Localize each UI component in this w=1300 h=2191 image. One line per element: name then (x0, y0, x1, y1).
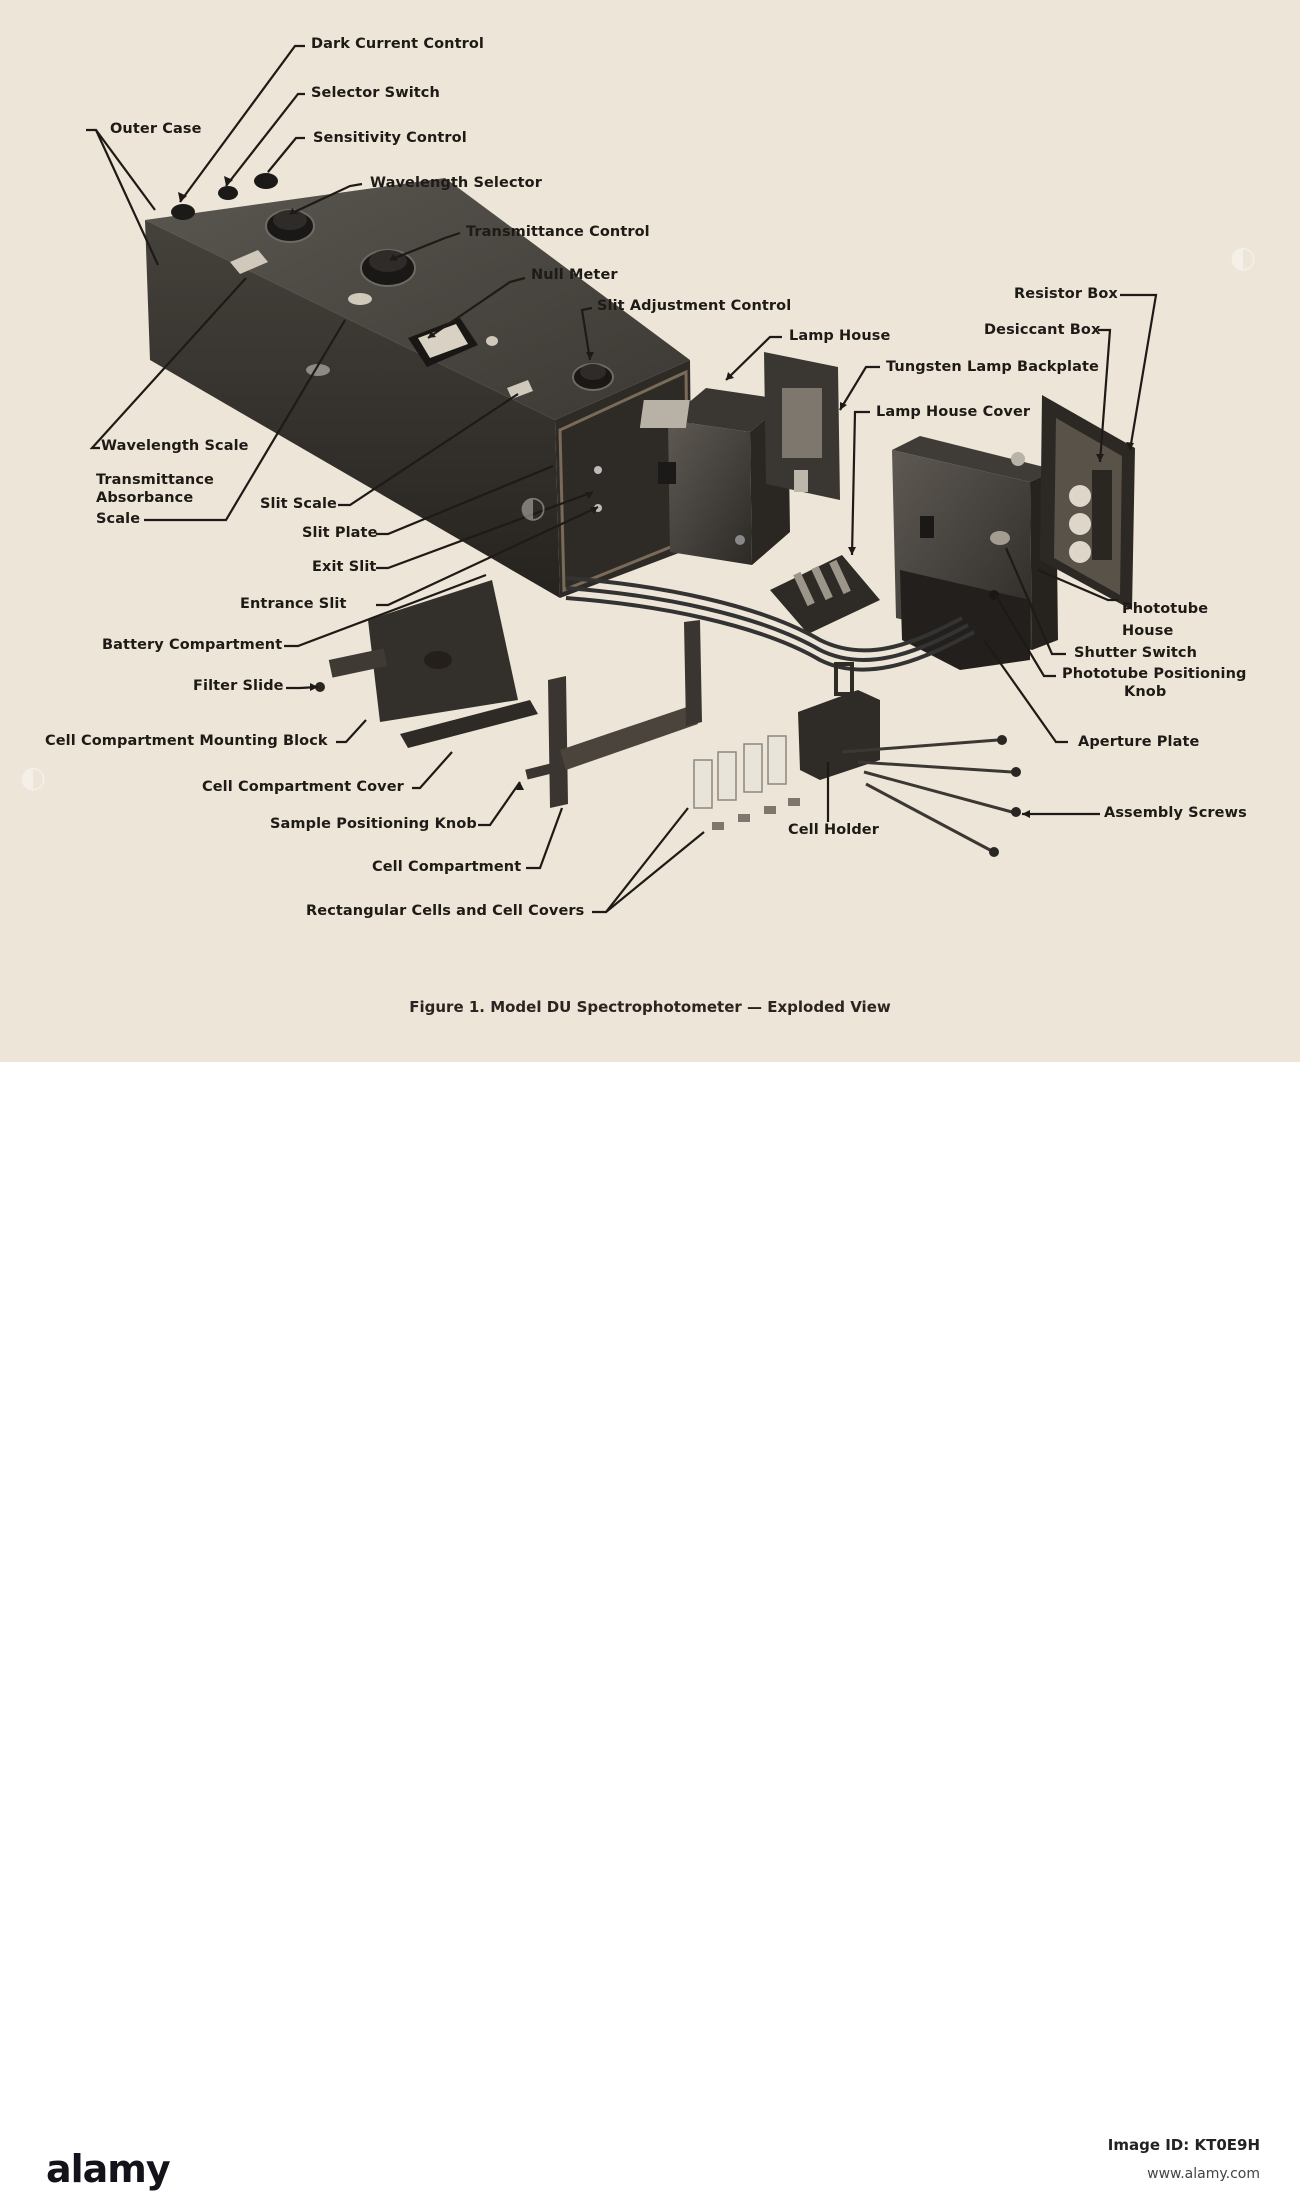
figure-caption: Figure 1. Model DU Spectrophotometer — E… (409, 998, 891, 1016)
label-scale-line3: Scale (96, 511, 141, 527)
label-outer-case: Outer Case (110, 121, 202, 137)
tungsten-lamp-backplate-part (764, 352, 840, 500)
label-transmittance-control: Transmittance Control (466, 224, 650, 240)
watermark-footer: alamy Image ID: KT0E9H www.alamy.com (0, 1062, 1300, 2191)
site-url: www.alamy.com (1147, 2166, 1260, 2182)
label-exit-slit: Exit Slit (312, 559, 377, 575)
scale-windows (230, 250, 533, 399)
watermark-mark: ◐ (520, 490, 547, 525)
label-sensitivity-control: Sensitivity Control (313, 130, 467, 146)
outer-case-body (145, 178, 692, 598)
label-slit-scale: Slit Scale (260, 496, 337, 512)
cell-compartment-part (525, 620, 702, 808)
control-knobs (171, 173, 614, 391)
label-desiccant-box: Desiccant Box (984, 322, 1101, 338)
lamp-house-cover-part (770, 555, 880, 634)
label-battery-compartment: Battery Compartment (102, 637, 283, 653)
label-phototube-house-line2: House (1122, 623, 1174, 639)
connecting-cables (565, 576, 975, 672)
rectangular-cells-part (693, 735, 800, 830)
label-phototube-positioning-line1: Phototube Positioning (1062, 666, 1247, 682)
label-entrance-slit: Entrance Slit (240, 596, 347, 612)
watermark-mark: ◐ (20, 760, 47, 795)
label-selector-switch: Selector Switch (311, 85, 440, 101)
assembly-screws-part (841, 735, 1021, 857)
label-absorbance-scale-line2: Absorbance (96, 490, 194, 506)
label-filter-slide: Filter Slide (193, 678, 284, 694)
null-meter-dial (408, 318, 478, 367)
label-cell-compartment-cover: Cell Compartment Cover (202, 779, 404, 795)
label-transmittance-scale-line1: Transmittance (96, 472, 214, 488)
cell-compartment-cover-part (400, 700, 538, 748)
label-lamp-house-cover: Lamp House Cover (876, 404, 1031, 420)
label-rectangular-cells-and-cell-covers: Rectangular Cells and Cell Covers (306, 903, 585, 919)
leader-lines (86, 44, 1158, 914)
label-dark-current-control: Dark Current Control (311, 36, 485, 52)
label-wavelength-selector: Wavelength Selector (370, 175, 542, 191)
label-tungsten-lamp-backplate: Tungsten Lamp Backplate (886, 359, 1099, 375)
label-cell-holder: Cell Holder (788, 822, 879, 838)
exploded-view-illustration (86, 44, 1158, 914)
label-cell-compartment-mounting-block: Cell Compartment Mounting Block (45, 733, 328, 749)
label-assembly-screws: Assembly Screws (1104, 805, 1247, 821)
label-resistor-box: Resistor Box (1014, 286, 1118, 302)
label-aperture-plate: Aperture Plate (1078, 734, 1200, 750)
figure-sheet: Dark Current Control Selector Switch Out… (0, 0, 1300, 1062)
label-sample-positioning-knob: Sample Positioning Knob (270, 816, 477, 832)
label-slit-adjustment-control: Slit Adjustment Control (597, 298, 792, 314)
label-cell-compartment: Cell Compartment (372, 859, 522, 875)
label-slit-plate: Slit Plate (302, 525, 378, 541)
label-lamp-house: Lamp House (789, 328, 891, 344)
label-wavelength-scale: Wavelength Scale (101, 438, 249, 454)
watermark-mark: ◐ (1230, 240, 1257, 275)
label-shutter-switch: Shutter Switch (1074, 645, 1198, 661)
label-phototube-positioning-knob-line2: Knob (1124, 684, 1167, 700)
cell-compartment-mounting-block-part (315, 580, 518, 722)
phototube-house-part (892, 436, 1058, 670)
image-id: Image ID: KT0E9H (1107, 2136, 1260, 2154)
resistor-desiccant-box-part (1040, 395, 1135, 610)
label-phototube-line1: Phototube (1122, 601, 1209, 617)
alamy-logo: alamy (46, 2147, 171, 2191)
label-null-meter: Null Meter (531, 267, 618, 283)
cell-holder-part (798, 662, 880, 780)
leader-arrowheads (178, 172, 1134, 818)
